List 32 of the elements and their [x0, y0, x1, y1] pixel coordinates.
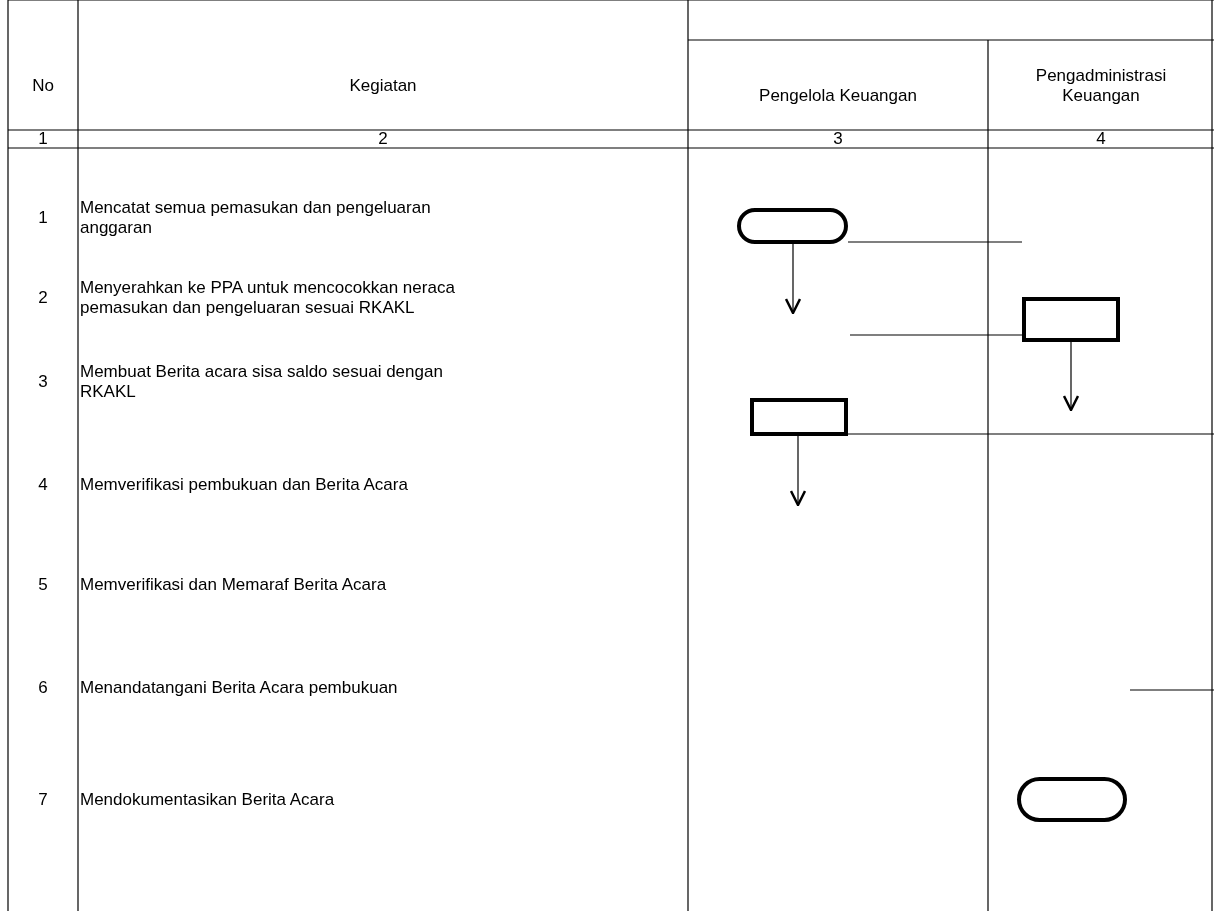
arrow — [784, 243, 802, 315]
column-header: Pengelola Keuangan — [758, 86, 918, 106]
activity-text: Mencatat semua pemasukan dan pengeluaran anggaran — [80, 198, 432, 238]
connector-line — [849, 334, 1023, 336]
column-header: 2 — [377, 129, 389, 149]
activity-text: Menandatangani Berita Acara pembukuan — [80, 678, 399, 698]
column-header: Pengadministrasi Keuangan — [1034, 66, 1168, 106]
activity-text: Memverifikasi pembukuan dan Berita Acara — [80, 475, 409, 495]
activity-text: Membuat Berita acara sisa saldo sesuai dengan RKAKL — [80, 362, 444, 402]
row-number: 6 — [37, 678, 49, 698]
row-number: 4 — [37, 475, 49, 495]
terminator-shape — [1017, 777, 1127, 822]
row-number: 2 — [37, 288, 49, 308]
terminator-shape — [737, 208, 848, 244]
column-header: Kegiatan — [348, 76, 418, 96]
column-header: No — [31, 76, 55, 96]
column-header: 3 — [832, 129, 844, 149]
process-box — [750, 398, 848, 436]
row-number: 5 — [37, 575, 49, 595]
activity-text: Memverifikasi dan Memaraf Berita Acara — [80, 575, 388, 595]
row-number: 3 — [37, 372, 49, 392]
row-number: 1 — [37, 208, 49, 228]
arrow — [789, 435, 807, 507]
row-number: 7 — [37, 790, 49, 810]
column-header: 4 — [1095, 129, 1107, 149]
column-header: 1 — [37, 129, 49, 149]
connector-line — [847, 241, 1023, 243]
activity-text: Menyerahkan ke PPA untuk mencocokkan neraca pemasukan dan pengeluaran sesuai RKAKL — [80, 278, 456, 318]
activity-text: Mendokumentasikan Berita Acara — [80, 790, 336, 810]
arrow — [1062, 341, 1080, 412]
connector-line — [847, 433, 1214, 435]
process-box — [1022, 297, 1120, 342]
